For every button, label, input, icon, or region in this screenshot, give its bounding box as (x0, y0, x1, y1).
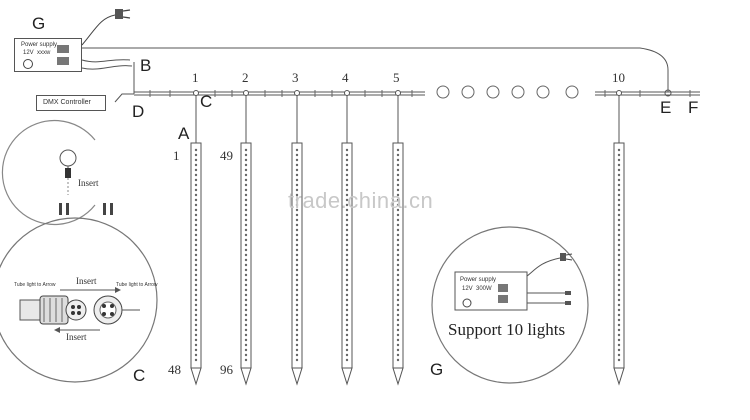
plug-icon (115, 9, 131, 19)
label-b: B (140, 56, 152, 75)
detail-power-wattage: 300W (476, 286, 492, 292)
label-g-bottom: G (430, 360, 444, 379)
label-a: A (178, 124, 190, 143)
tube-number-4: 4 (342, 70, 349, 85)
power-supply-title: Power supply (21, 42, 58, 48)
led-count-tube1-bottom: 48 (168, 362, 181, 377)
connector-insert-top: Insert (76, 276, 97, 286)
led-tube (341, 90, 353, 386)
detail-power-title: Power supply (460, 277, 497, 283)
power-supply-box: Power supply 12V xxxw (14, 38, 82, 72)
led-tube (613, 90, 625, 386)
led-tube (291, 90, 303, 386)
label-f: F (688, 98, 699, 117)
power-supply-detail (431, 226, 589, 384)
detail-power-voltage: 12V (462, 286, 473, 292)
continuation-dots (436, 85, 579, 99)
tube-number-1: 1 (192, 70, 199, 85)
label-e: E (660, 98, 672, 117)
insert-detail (1, 119, 113, 226)
terminal-block-icon (57, 57, 69, 65)
dmx-controller-box: DMX Controller (36, 95, 106, 111)
connector-right-text: Tube light to Arrow (116, 282, 158, 288)
led-tube (190, 90, 202, 386)
dmx-controller-label: DMX Controller (43, 99, 91, 106)
connector-detail (0, 217, 158, 383)
support-lights-text: Support 10 lights (448, 320, 566, 339)
tube-number-5: 5 (393, 70, 400, 85)
connector-left-text: Tube light to Arrow (14, 282, 56, 288)
tube-number-10: 10 (612, 70, 625, 85)
led-tube (392, 90, 404, 386)
label-c-bottom: C (133, 366, 146, 385)
label-c-top: C (200, 92, 213, 111)
led-count-tube1-top: 1 (173, 148, 180, 163)
watermark: trade.china.cn (288, 188, 434, 213)
terminal-block-icon (57, 45, 69, 53)
power-switch-icon (23, 59, 33, 69)
label-g-top: G (32, 14, 46, 33)
insert-label: Insert (78, 178, 99, 188)
label-d: D (132, 102, 145, 121)
connector-insert-bottom: Insert (66, 332, 87, 342)
power-supply-voltage: 12V (23, 50, 34, 56)
tube-number-2: 2 (242, 70, 249, 85)
led-count-tube2-top: 49 (220, 148, 233, 163)
power-supply-wattage: xxxw (37, 50, 51, 56)
led-count-tube2-bottom: 96 (220, 362, 233, 377)
tube-number-3: 3 (292, 70, 299, 85)
led-tube (240, 90, 252, 386)
